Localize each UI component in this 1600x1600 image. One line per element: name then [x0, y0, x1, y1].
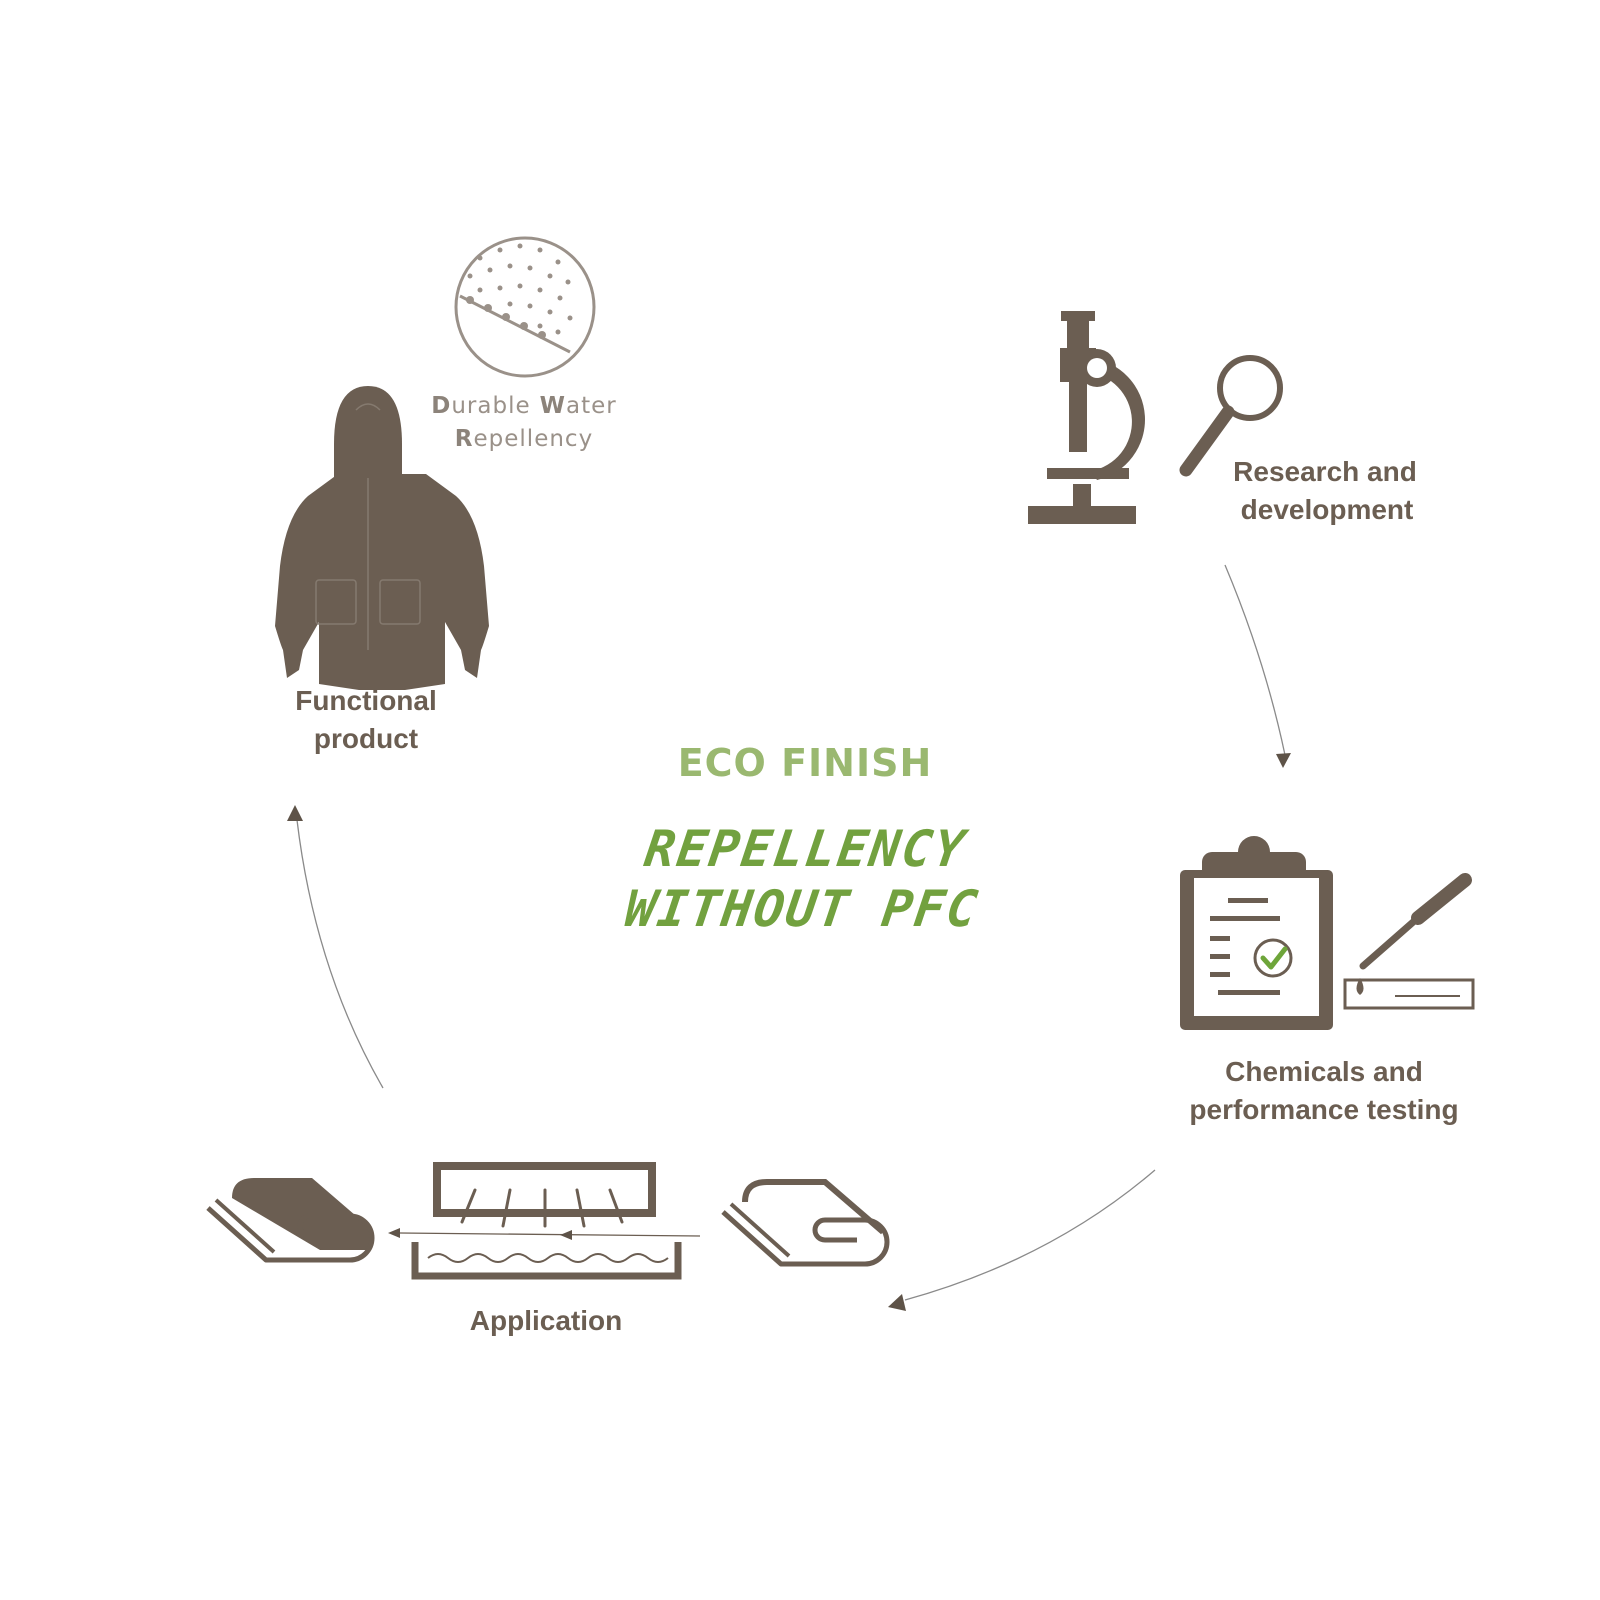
arrowhead-product [287, 805, 303, 821]
dwr-rest-durable: urable [451, 393, 530, 419]
arrow-heads [287, 753, 1291, 1311]
clipboard-pipette-icon [1180, 836, 1475, 1030]
raw-fabric-roll-icon [721, 1179, 890, 1267]
slogan-line1: REPELLENCY [641, 819, 972, 878]
fabric-roll-bath-icon [206, 1162, 890, 1280]
product-label-line2: product [314, 723, 418, 754]
arrowhead-testing [1276, 753, 1291, 768]
arrow-research-to-testing [1224, 564, 1286, 756]
dwr-cap-d: D [431, 393, 451, 419]
arrowhead-application [888, 1294, 906, 1311]
dwr-rest-repellency: epellency [474, 426, 594, 452]
finished-fabric-roll-icon [206, 1178, 375, 1263]
product-label-line1: Functional [295, 685, 437, 716]
testing-label-line1: Chemicals and [1225, 1056, 1423, 1087]
testing-label-line2: performance testing [1189, 1094, 1458, 1125]
jacket-icon [275, 386, 489, 690]
arrow-application-to-product [296, 819, 384, 1089]
arrow-testing-to-application [904, 1169, 1156, 1301]
dwr-cap-r: R [455, 426, 474, 452]
dwr-cap-w: W [540, 393, 566, 419]
eco-finish-title: ECO FINISH [678, 741, 933, 785]
microscope-magnifier-icon [1028, 311, 1283, 524]
cycle-arrows [296, 564, 1286, 1301]
application-label: Application [470, 1305, 622, 1336]
slogan-line2: WITHOUT PFC [622, 879, 983, 938]
research-label-line2: development [1241, 494, 1414, 525]
water-drops-badge-icon [454, 236, 596, 378]
dwr-label-line1: Durable Water [431, 393, 616, 419]
slogan-handwritten: REPELLENCY WITHOUT PFC [622, 819, 983, 938]
dwr-rest-water: ater [566, 393, 617, 419]
dwr-label-line2: Repellency [455, 426, 593, 452]
research-label-line1: Research and [1233, 456, 1417, 487]
